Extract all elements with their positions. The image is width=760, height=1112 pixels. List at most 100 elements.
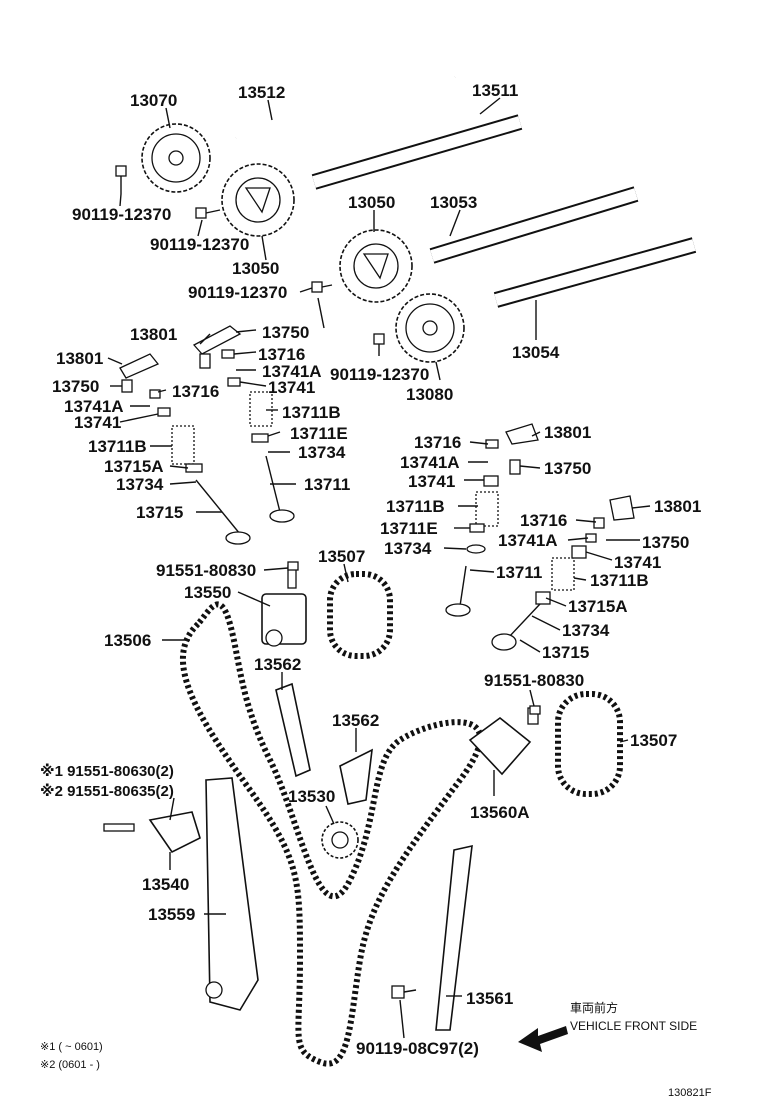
label-91551-80830-a: 91551-80830: [156, 561, 256, 580]
drawing-code: 130821F: [668, 1087, 712, 1099]
label-13734-c: 13734: [384, 539, 432, 558]
camshaft-13511: [311, 114, 523, 190]
note-bolt-1: ※1 91551-80630(2): [40, 762, 174, 780]
label-13550: 13550: [184, 583, 231, 602]
label-90119-12370-b: 90119-12370: [150, 235, 249, 254]
label-13734-a: 13734: [298, 443, 346, 462]
note-bolt-2: ※2 91551-80635(2): [40, 782, 174, 800]
valve-13715-right: [491, 603, 541, 651]
bolt-90119-08C97: [391, 985, 417, 999]
label-13711-a: 13711: [304, 475, 350, 494]
vvt-gear-13050-lower: [339, 229, 413, 303]
chain-13507-upper: [327, 571, 393, 659]
label-13716-c: 13716: [414, 433, 461, 452]
label-13711B-c: 13711B: [386, 497, 445, 516]
label-13801-a: 13801: [130, 325, 177, 344]
camshaft-13512: [234, 71, 457, 144]
label-13716-a: 13716: [258, 345, 305, 364]
label-13559: 13559: [148, 905, 195, 924]
rocker-arms-13801: [119, 325, 635, 521]
bolt-90119-12370-b: [195, 207, 221, 219]
label-13711B-b: 13711B: [88, 437, 147, 456]
label-13750-c: 13750: [544, 459, 591, 478]
chain-guide-13561: [435, 844, 473, 1031]
label-13506: 13506: [104, 631, 151, 650]
sprocket-13530: [321, 821, 359, 859]
label-13070: 13070: [130, 91, 177, 110]
label-13716-b: 13716: [172, 382, 219, 401]
label-13801-c: 13801: [544, 423, 591, 442]
label-13711E-b: 13711E: [380, 519, 438, 538]
leader-lines: [107, 97, 651, 1039]
label-13715-a: 13715: [136, 503, 183, 522]
part-labels: 13070 13512 13511 90119-12370 90119-1237…: [52, 81, 701, 1058]
legend-line-2: ※2 (0601 - ): [40, 1059, 100, 1071]
label-13741A-a: 13741A: [262, 362, 322, 381]
label-13715A-b: 13715A: [568, 597, 628, 616]
label-13711B-a: 13711B: [282, 403, 341, 422]
label-13750-a: 13750: [262, 323, 309, 342]
label-13734-d: 13734: [562, 621, 610, 640]
tensioner-13550: [261, 565, 307, 647]
label-13507-a: 13507: [318, 547, 365, 566]
label-90119-12370-c: 90119-12370: [188, 283, 287, 302]
label-13750-d: 13750: [642, 533, 689, 552]
bolt-90119-12370-c: [311, 281, 333, 293]
label-13715A-a: 13715A: [104, 457, 164, 476]
chain-13507-lower: [555, 691, 623, 797]
tensioner-13540: [103, 811, 201, 854]
label-13711-b: 13711: [496, 563, 542, 582]
note-front-jp: 車両前方: [570, 1000, 618, 1015]
label-13711E-a: 13711E: [290, 424, 348, 443]
valve-13711-right: [445, 565, 471, 617]
tensioner-13560A: [468, 707, 539, 776]
label-13741A-c: 13741A: [400, 453, 460, 472]
label-13801-d: 13801: [654, 497, 701, 516]
notes: ※1 91551-80630(2) ※2 91551-80635(2) 車両前方…: [40, 762, 712, 1099]
vvt-gear-13080: [395, 293, 465, 363]
legend-line-1: ※1 ( ~ 0601): [40, 1041, 103, 1053]
label-13560A: 13560A: [470, 803, 530, 822]
label-91551-80830-b: 91551-80830: [484, 671, 584, 690]
label-13734-b: 13734: [116, 475, 164, 494]
label-90119-12370-d: 90119-12370: [330, 365, 429, 384]
label-13741A-d: 13741A: [498, 531, 558, 550]
bolt-90119-12370-a: [115, 165, 127, 194]
label-13512: 13512: [238, 83, 285, 102]
valve-13715-left: [195, 479, 251, 545]
label-13741-b: 13741: [74, 413, 121, 432]
label-13050-b: 13050: [348, 193, 395, 212]
label-13540: 13540: [142, 875, 189, 894]
label-13080: 13080: [406, 385, 453, 404]
label-13053: 13053: [430, 193, 477, 212]
timing-chain-13506: [179, 601, 484, 1067]
vvt-gear-13070: [141, 123, 211, 193]
label-90119-12370-a: 90119-12370: [72, 205, 171, 224]
valve-13711-left: [265, 455, 295, 523]
camshaft-13054: [493, 237, 697, 308]
label-13741-c: 13741: [408, 472, 455, 491]
label-90119-08C97: 90119-08C97(2): [356, 1039, 479, 1058]
camshaft-13053: [429, 186, 639, 264]
part-drawings: [103, 71, 697, 1067]
label-13562-a: 13562: [254, 655, 301, 674]
chain-guide-13562-a: [275, 682, 311, 778]
label-13054: 13054: [512, 343, 560, 362]
label-13741-d: 13741: [614, 553, 661, 572]
chain-guide-13562-b: [339, 748, 373, 805]
label-13801-b: 13801: [56, 349, 103, 368]
label-13750-b: 13750: [52, 377, 99, 396]
bolt-90119-12370-d: [373, 333, 385, 356]
label-13741-a: 13741: [268, 378, 315, 397]
chain-slipper-13559: [205, 777, 259, 1011]
label-13507-b: 13507: [630, 731, 677, 750]
front-arrow-icon: [518, 1026, 568, 1052]
vvt-gear-13050-upper: [221, 163, 295, 237]
label-13561: 13561: [466, 989, 513, 1008]
label-13511: 13511: [472, 81, 518, 100]
label-13562-b: 13562: [332, 711, 379, 730]
label-13711B-d: 13711B: [590, 571, 649, 590]
label-13741A-b: 13741A: [64, 397, 124, 416]
label-13530: 13530: [288, 787, 335, 806]
